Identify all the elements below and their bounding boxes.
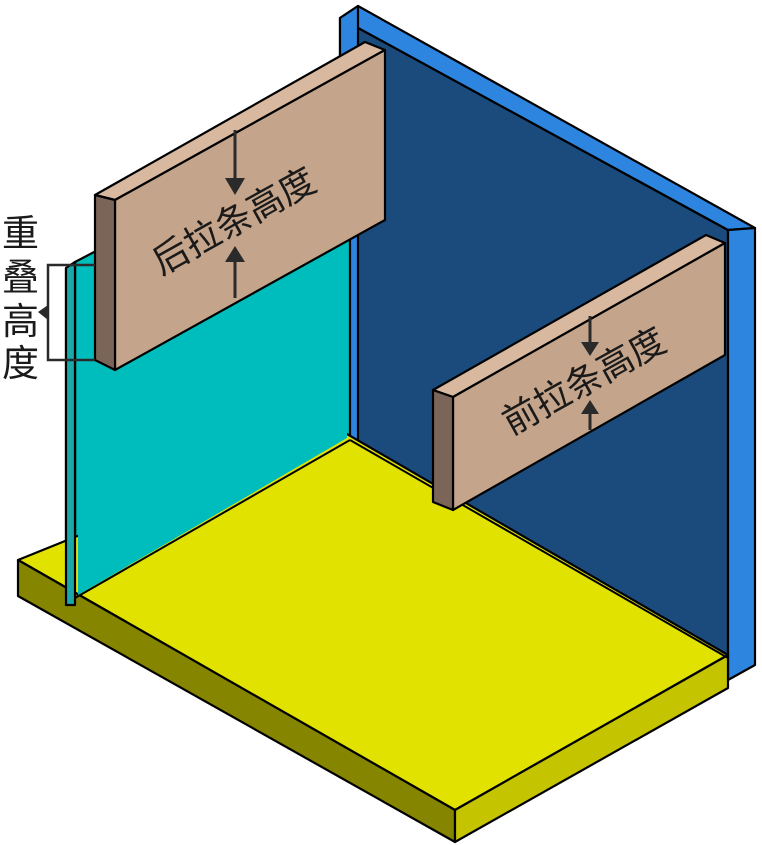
back-panel-side-edge (726, 226, 757, 682)
arrow-down-icon (225, 130, 245, 195)
arrow-down-icon (581, 316, 599, 356)
left-panel-edge-front (64, 260, 77, 607)
back-panel-floor-line (349, 439, 729, 659)
floor-front-side (453, 653, 730, 844)
overlap-height-char-2: 叠 (2, 256, 39, 299)
rear-strip-end (93, 193, 117, 372)
overlap-height-char-4: 度 (2, 342, 39, 385)
left-panel-floor-line (74, 439, 351, 599)
overlap-height-char-3: 高 (2, 300, 39, 343)
bracket-icon (38, 263, 95, 362)
overlap-height-char-1: 重 (2, 212, 39, 255)
front-strip-end (431, 388, 455, 512)
arrow-up-icon (225, 246, 245, 298)
arrow-up-icon (581, 400, 599, 430)
